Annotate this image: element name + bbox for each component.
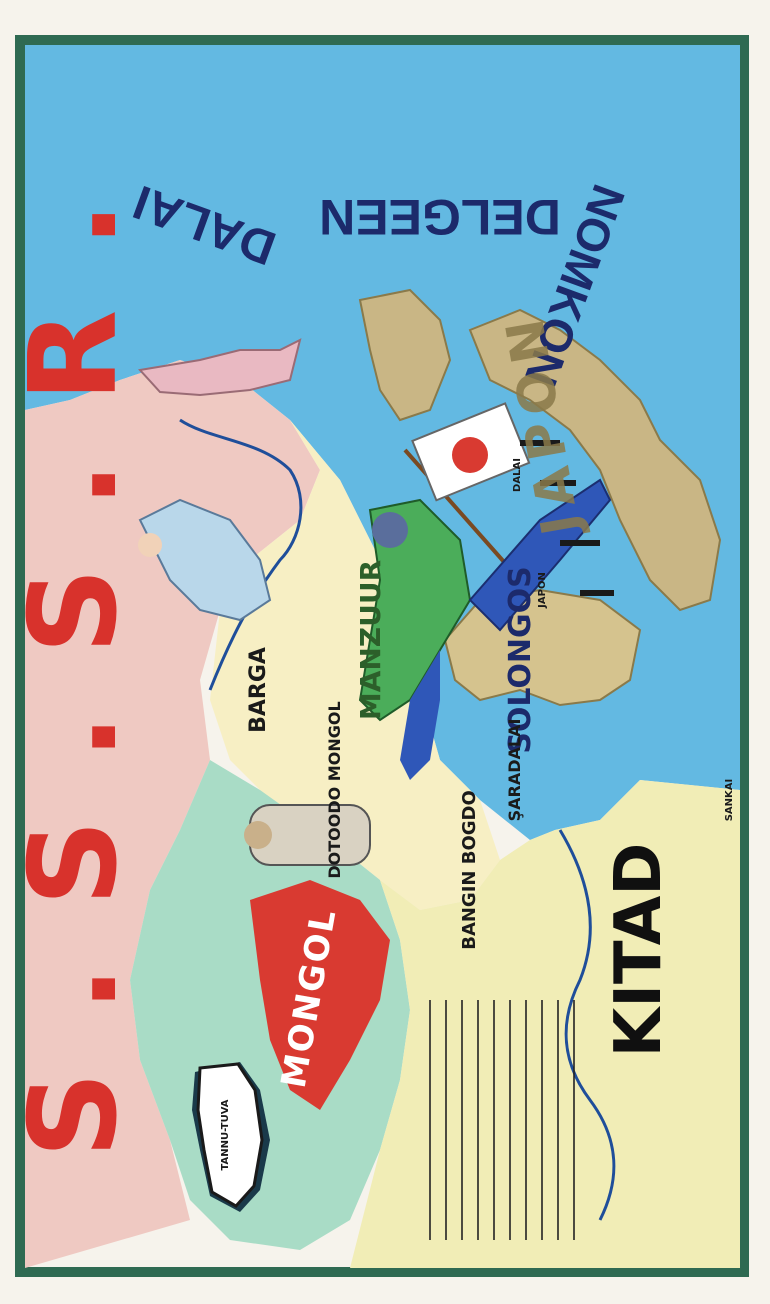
svg-text:MANZUUR: MANZUUR: [354, 560, 387, 720]
kitad-label: KITAD: [602, 843, 676, 1058]
russian-figure-icon: [138, 498, 272, 622]
sakhalin-island: [138, 338, 302, 397]
dotoodo-mongol-label: DOTOODO MONGOL: [325, 701, 344, 878]
saradalai-label: ŞARADALAI: [505, 719, 524, 822]
svg-text:ŞARADALAI: ŞARADALAI: [505, 719, 524, 822]
ussr-land: [25, 360, 320, 1268]
sankai-label: SANKAI: [724, 779, 735, 822]
solongos-label: SOLONGOS: [503, 566, 538, 754]
hokkaido-island: [358, 288, 452, 422]
ussr-title: S.S.S.R.: [5, 142, 144, 1158]
barga-label: BARGA: [246, 647, 271, 733]
bangin-bogdo-label: BANGIN BOGDO: [459, 790, 480, 950]
mongol-banner: MONGOL: [250, 880, 390, 1110]
svg-text:JAPON: JAPON: [537, 572, 548, 609]
mongol-guard-icon: [244, 804, 371, 866]
mongolian-text-block: [429, 1000, 575, 1240]
svg-text:SOLONGOS: SOLONGOS: [503, 566, 538, 754]
svg-text:TANNU-TUVA: TANNU-TUVA: [220, 1099, 231, 1170]
manchuria-land: [210, 420, 500, 910]
svg-text:BARGA: BARGA: [246, 647, 271, 733]
svg-text:KITAD: KITAD: [602, 843, 676, 1058]
svg-text:DELGEEN: DELGEEN: [319, 189, 561, 245]
warship-icon: [520, 440, 614, 596]
svg-text:SANKAI: SANKAI: [724, 779, 735, 822]
japanese-flag-icon: [403, 402, 531, 582]
amur-river: [179, 418, 303, 691]
svg-text:S.S.S.R.: S.S.S.R.: [5, 142, 144, 1158]
svg-text:DALAI: DALAI: [512, 458, 523, 492]
yellow-river: [558, 829, 616, 1221]
soldier-figure-icon: [358, 478, 612, 780]
tannu-tuva-region: [196, 1062, 264, 1208]
pacific-label-delgeen: DELGEEN: [319, 189, 561, 245]
map-border: [15, 35, 749, 1277]
japon-sea-label: JAPON: [537, 572, 548, 609]
svg-text:BANGIN BOGDO: BANGIN BOGDO: [459, 790, 480, 950]
china-land: [350, 780, 740, 1268]
manzuur-label: MANZUUR: [354, 560, 387, 720]
svg-text:DOTOODO MONGOL: DOTOODO MONGOL: [325, 701, 344, 878]
tannu-tuva-label: TANNU-TUVA: [220, 1099, 231, 1170]
dalai-label: DALAI: [512, 458, 523, 492]
japan-main-island: [468, 308, 722, 612]
